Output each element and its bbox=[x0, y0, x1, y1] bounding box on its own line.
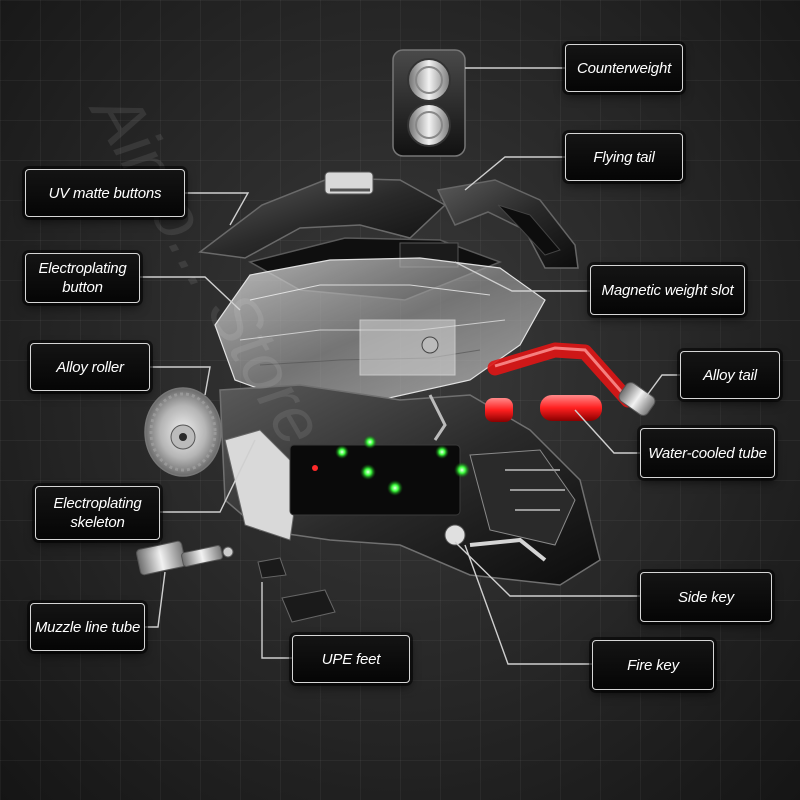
base-skeleton-part bbox=[219, 384, 601, 586]
callout-alloy-roller: Alloy roller bbox=[30, 343, 150, 391]
callout-electroplating-skeleton: Electroplating skeleton bbox=[35, 486, 160, 540]
label-upe-feet: UPE feet bbox=[321, 650, 381, 668]
label-magnetic-weight-slot: Magnetic weight slot bbox=[601, 281, 734, 299]
label-uv-matte-buttons: UV matte buttons bbox=[48, 184, 162, 202]
upe-feet-part bbox=[257, 557, 336, 623]
label-alloy-tail: Alloy tail bbox=[703, 366, 757, 384]
callout-electroplating-button: Electroplating button bbox=[25, 253, 140, 303]
callout-uv-matte-buttons: UV matte buttons bbox=[25, 169, 185, 217]
label-fire-key: Fire key bbox=[627, 656, 679, 674]
callout-muzzle-line-tube: Muzzle line tube bbox=[30, 603, 145, 651]
callout-upe-feet: UPE feet bbox=[292, 635, 410, 683]
counterweight-part bbox=[392, 49, 466, 157]
callout-fire-key: Fire key bbox=[592, 640, 714, 690]
leader-lines bbox=[140, 67, 680, 665]
label-flying-tail: Flying tail bbox=[593, 148, 655, 166]
label-alloy-roller: Alloy roller bbox=[56, 358, 124, 376]
label-electroplating-skeleton-line1: Electroplating bbox=[53, 495, 142, 512]
muzzle-line-tube-part bbox=[136, 540, 234, 576]
alloy-roller-part bbox=[144, 387, 222, 477]
label-electroplating-button-line1: Electroplating bbox=[38, 260, 127, 277]
callout-water-cooled-tube: Water-cooled tube bbox=[640, 428, 775, 478]
label-electroplating-button-line2: button bbox=[62, 279, 103, 296]
callout-alloy-tail: Alloy tail bbox=[680, 351, 780, 399]
callout-side-key: Side key bbox=[640, 572, 772, 622]
label-muzzle-line-tube: Muzzle line tube bbox=[34, 618, 141, 636]
alloy-tail-part bbox=[618, 382, 656, 416]
label-side-key: Side key bbox=[678, 588, 734, 606]
label-counterweight: Counterweight bbox=[576, 59, 672, 77]
callout-counterweight: Counterweight bbox=[565, 44, 683, 92]
green-leds bbox=[312, 435, 470, 496]
transparent-shell-part bbox=[214, 257, 546, 401]
water-cooled-tube-part bbox=[485, 342, 636, 422]
callout-magnetic-weight-slot: Magnetic weight slot bbox=[590, 265, 745, 315]
uv-matte-buttons-part bbox=[198, 171, 447, 259]
label-water-cooled-tube: Water-cooled tube bbox=[648, 444, 767, 462]
label-electroplating-skeleton-line2: skeleton bbox=[70, 514, 125, 531]
callout-flying-tail: Flying tail bbox=[565, 133, 683, 181]
